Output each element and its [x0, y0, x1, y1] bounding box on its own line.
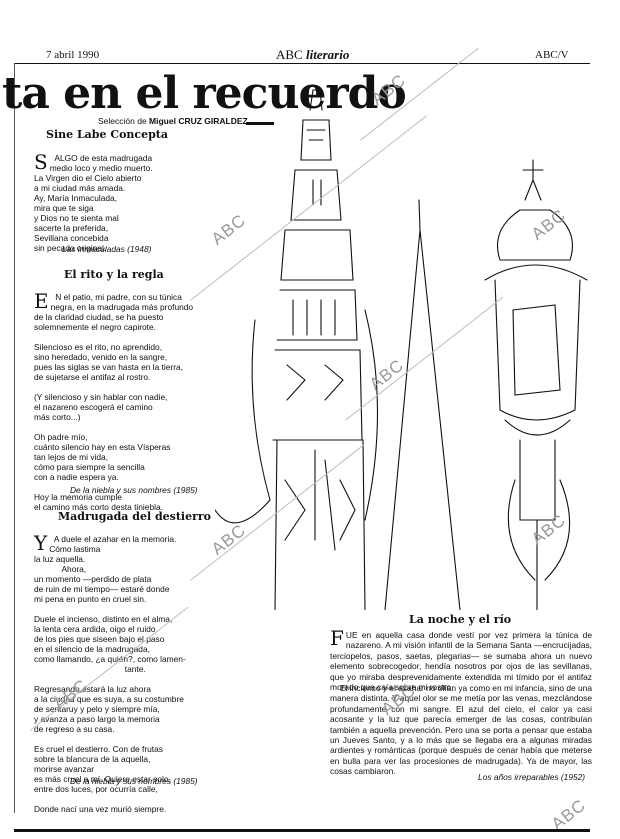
poem-2-dropcap: E: [34, 289, 49, 313]
selection-bar: [246, 122, 274, 125]
giralda-illustration: [215, 89, 588, 610]
prose-paragraph-1-text: UE en aquella casa donde vestí por vez p…: [330, 630, 592, 693]
prose-paragraph-2-text: El incienso y el azahar no olían ya como…: [330, 683, 592, 777]
poem-2-lines: N el patio, mi padre, con su túnica negr…: [34, 292, 194, 512]
selection-credit: Selección de Miguel CRUZ GIRALDEZ: [98, 116, 248, 126]
poem-1-first-line: ALGO de esta madrugada: [54, 153, 153, 163]
page-number: ABC/V: [535, 49, 569, 61]
issue-date: 7 abril 1990: [46, 49, 100, 61]
headline: ta en el recuerdo: [2, 68, 407, 119]
poem-1-title: Sine Labe Concepta: [46, 128, 169, 141]
prose-dropcap: F: [330, 626, 344, 650]
brand-abc: ABC: [276, 47, 303, 62]
poem-3-dropcap: Y: [34, 531, 48, 555]
prose-paragraph-2: El incienso y el azahar no olían ya como…: [330, 683, 592, 777]
left-margin-rule: [14, 63, 15, 813]
footer-rule: [14, 829, 590, 832]
selection-prefix: Selección de: [98, 116, 147, 126]
poem-1-text: S ALGO de esta madrugada medio loco y med…: [34, 143, 209, 253]
brand-literario: literario: [305, 47, 350, 62]
poem-1-lines: medio loco y medio muerto. La Virgen dio…: [34, 163, 153, 253]
poem-3-title: Madrugada del destierro: [58, 510, 212, 523]
prose-title: La noche y el río: [409, 613, 512, 626]
poem-1-dropcap: S: [34, 150, 48, 174]
prose-cite: Los años irreparables (1952): [478, 772, 586, 782]
selection-author: Miguel CRUZ GIRALDEZ: [149, 116, 248, 126]
poem-1-cite: Las inmaculadas (1948): [62, 244, 152, 254]
header-rule: [14, 63, 590, 64]
poem-2-title: El rito y la regla: [64, 268, 164, 281]
section-masthead: ABC literario: [276, 47, 349, 63]
poem-2-cite: De la niebla y sus nombres (1985): [70, 485, 198, 495]
poem-3-lines: A duele el azahar en la memoria. Cómo la…: [34, 534, 186, 814]
poem-3-cite: De la niebla y sus nombres (1985): [70, 776, 198, 786]
